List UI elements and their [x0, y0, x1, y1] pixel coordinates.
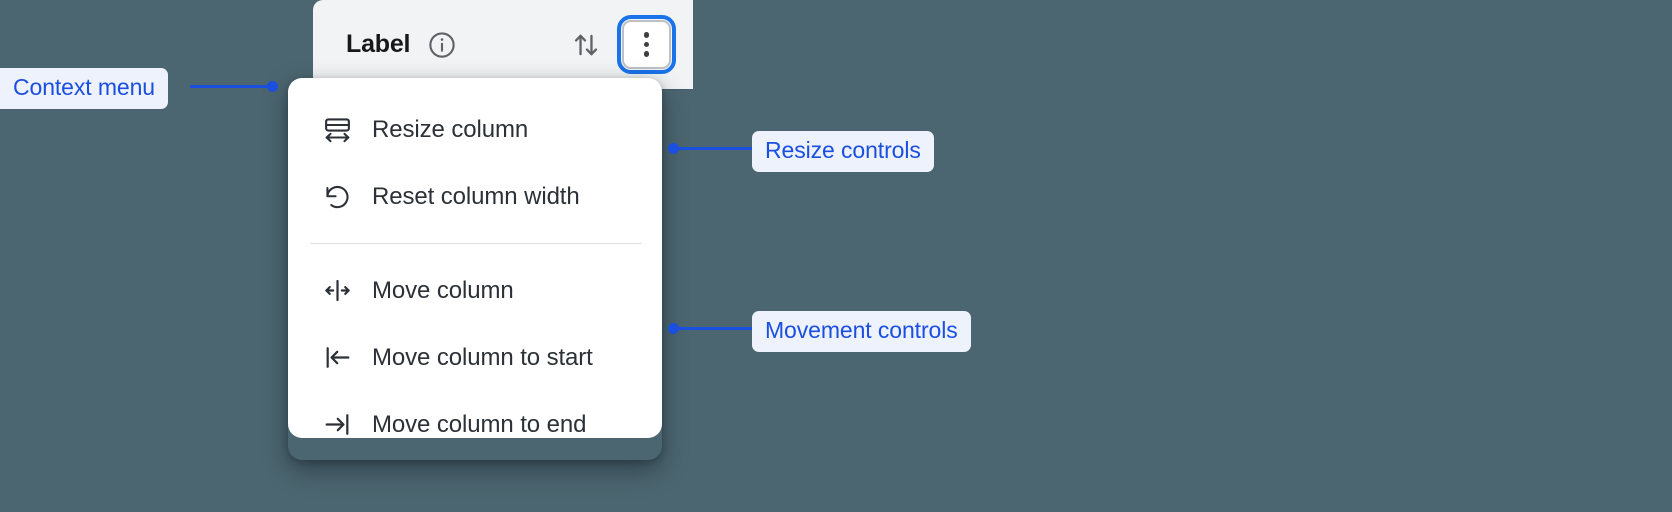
- menu-item-label: Move column: [372, 276, 514, 304]
- menu-item-label: Reset column width: [372, 182, 580, 210]
- sort-arrows-icon[interactable]: [569, 28, 603, 62]
- annotation-label-resize-controls: Resize controls: [752, 131, 934, 172]
- reset-width-icon: [322, 181, 353, 212]
- menu-separator: [310, 243, 642, 244]
- menu-item-reset-column-width[interactable]: Reset column width: [288, 163, 662, 230]
- kebab-dot-bottom: [643, 51, 650, 57]
- page-title: Label: [346, 30, 411, 58]
- menu-item-label: Resize column: [372, 115, 529, 143]
- annotation-anchor-dot-context-menu: [267, 81, 278, 92]
- kebab-dot-top: [643, 32, 650, 38]
- resize-column-icon: [322, 114, 353, 145]
- annotation-leader-line-context-menu: [190, 85, 270, 88]
- menu-item-label: Move column to end: [372, 410, 587, 438]
- annotation-anchor-dot-resize-controls: [668, 143, 679, 154]
- menu-item-move-column-to-end[interactable]: Move column to end: [288, 391, 662, 438]
- menu-item-move-column[interactable]: Move column: [288, 257, 662, 324]
- annotation-leader-line-resize-controls: [675, 147, 755, 150]
- column-header: Label: [313, 0, 693, 89]
- annotation-label-movement-controls: Movement controls: [752, 311, 971, 352]
- move-column-icon: [322, 275, 353, 306]
- menu-item-label: Move column to start: [372, 343, 593, 371]
- move-to-end-icon: [322, 409, 353, 438]
- annotation-anchor-dot-movement-controls: [668, 323, 679, 334]
- info-circle-icon[interactable]: [427, 30, 457, 60]
- kebab-menu-icon[interactable]: [617, 15, 676, 74]
- move-to-start-icon: [322, 342, 353, 373]
- menu-item-resize-column[interactable]: Resize column: [288, 96, 662, 163]
- menu-item-move-column-to-start[interactable]: Move column to start: [288, 324, 662, 391]
- kebab-dot-middle: [643, 41, 650, 48]
- annotation-label-context-menu: Context menu: [0, 68, 168, 109]
- annotation-leader-line-movement-controls: [675, 327, 755, 330]
- context-menu: Resize column Reset column width Move co…: [288, 78, 662, 438]
